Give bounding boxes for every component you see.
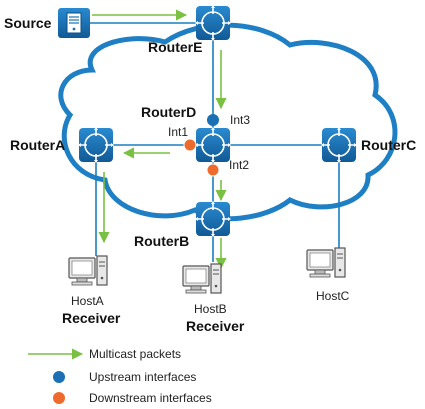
int1-label: Int1 [168,125,188,139]
receiver-a-label: Receiver [62,310,121,326]
legend-upstream-label: Upstream interfaces [89,370,196,384]
router-icon [77,126,115,164]
router-b-label: RouterB [134,233,189,249]
int2-label: Int2 [229,158,249,172]
router-icon [194,200,232,238]
host-b-label: HostB [194,302,227,316]
router-icon [320,126,358,164]
pc-icon [68,255,108,286]
router-icon [194,126,232,164]
links [90,22,340,262]
network-cloud [58,22,398,222]
legend-downstream-dot [53,392,65,404]
pc-icon [182,263,222,294]
host-a-label: HostA [71,294,104,308]
legend-multicast-label: Multicast packets [89,347,181,361]
multicast-flow [92,9,227,270]
int3-label: Int3 [230,113,250,127]
server-icon [58,8,90,38]
legend-downstream-label: Downstream interfaces [89,391,212,405]
downstream-interface-int2 [206,163,220,177]
host-c-label: HostC [316,289,350,303]
source-label: Source [4,15,52,31]
downstream-interface-int1 [183,138,197,152]
router-a-label: RouterA [10,137,65,153]
upstream-interface-int3 [207,114,219,126]
legend-upstream-dot [53,371,65,383]
router-d-label: RouterD [141,104,196,120]
pc-icon [306,247,346,278]
receiver-b-label: Receiver [186,318,245,334]
router-e-label: RouterE [148,39,202,55]
router-icon [194,4,232,42]
router-c-label: RouterC [361,137,416,153]
legend: Multicast packets Upstream interfaces Do… [28,347,212,405]
